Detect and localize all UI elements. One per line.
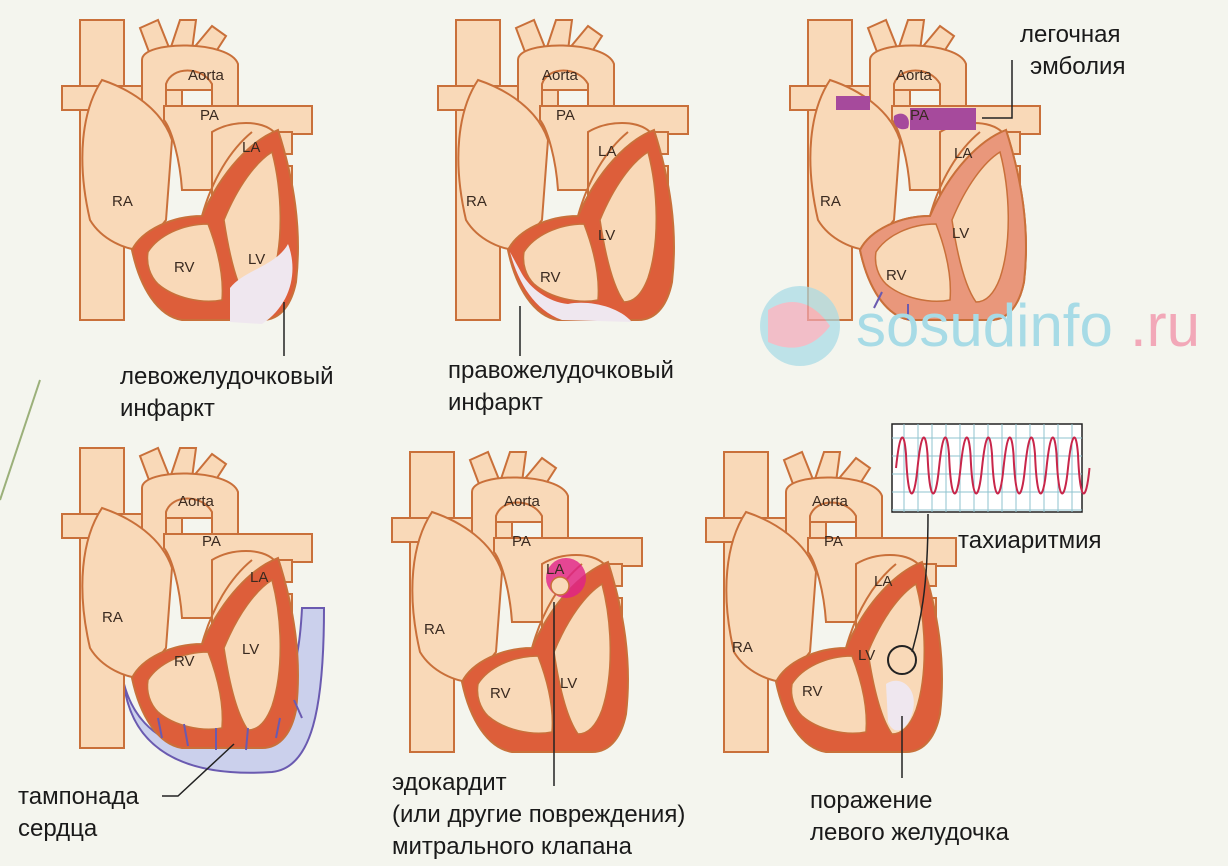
caption-endocarditis-2: (или другие повреждения) [392,801,685,828]
label-la: LA [598,143,616,160]
label-lv: LV [560,675,577,692]
label-lv: LV [598,227,615,244]
caption-rv-infarct-1: правожелудочковый [448,357,674,384]
embolus-left [836,96,870,110]
label-la: LA [546,561,564,578]
label-aorta: Aorta [188,67,225,84]
caption-lv-infarct-1: левожелудочковый [120,363,334,390]
caption-lv-infarct-2: инфаркт [120,395,215,422]
label-la: LA [874,573,892,590]
label-ra: RA [424,621,445,638]
caption-embolism-2: эмболия [1030,53,1125,80]
label-pa: PA [202,533,221,550]
caption-tamponade-2: сердца [18,815,98,842]
label-lv: LV [248,251,265,268]
label-aorta: Aorta [504,493,541,510]
label-aorta: Aorta [542,67,579,84]
label-rv: RV [802,683,823,700]
label-ra: RA [112,193,133,210]
caption-endocarditis-1: эдокардит [392,769,507,796]
label-rv: RV [490,685,511,702]
label-ra: RA [820,193,841,210]
caption-tamponade-1: тампонада [18,783,140,810]
caption-lv-damage-2: левого желудочка [810,819,1010,846]
caption-tachyarrhythmia: тахиаритмия [958,527,1101,554]
label-ra: RA [466,193,487,210]
label-la: LA [250,569,268,586]
label-aorta: Aorta [178,493,215,510]
label-lv: LV [242,641,259,658]
label-lv: LV [952,225,969,242]
label-rv: RV [540,269,561,286]
watermark-text: sosudinfo [856,292,1113,359]
caption-endocarditis-3: митрального клапана [392,833,633,860]
label-rv: RV [886,267,907,284]
label-pa: PA [910,107,929,124]
caption-lv-damage-1: поражение [810,787,932,814]
label-aorta: Aorta [896,67,933,84]
label-ra: RA [102,609,123,626]
label-ra: RA [732,639,753,656]
label-pa: PA [200,107,219,124]
label-la: LA [954,145,972,162]
label-lv: LV [858,647,875,664]
label-aorta: Aorta [812,493,849,510]
label-pa: PA [824,533,843,550]
label-rv: RV [174,653,195,670]
ecg-strip [892,424,1090,512]
watermark-logo [760,286,840,366]
caption-rv-infarct-2: инфаркт [448,389,543,416]
label-pa: PA [556,107,575,124]
label-la: LA [242,139,260,156]
label-pa: PA [512,533,531,550]
watermark-suffix: .ru [1130,292,1200,359]
label-rv: RV [174,259,195,276]
caption-embolism-1: легочная [1020,21,1121,48]
